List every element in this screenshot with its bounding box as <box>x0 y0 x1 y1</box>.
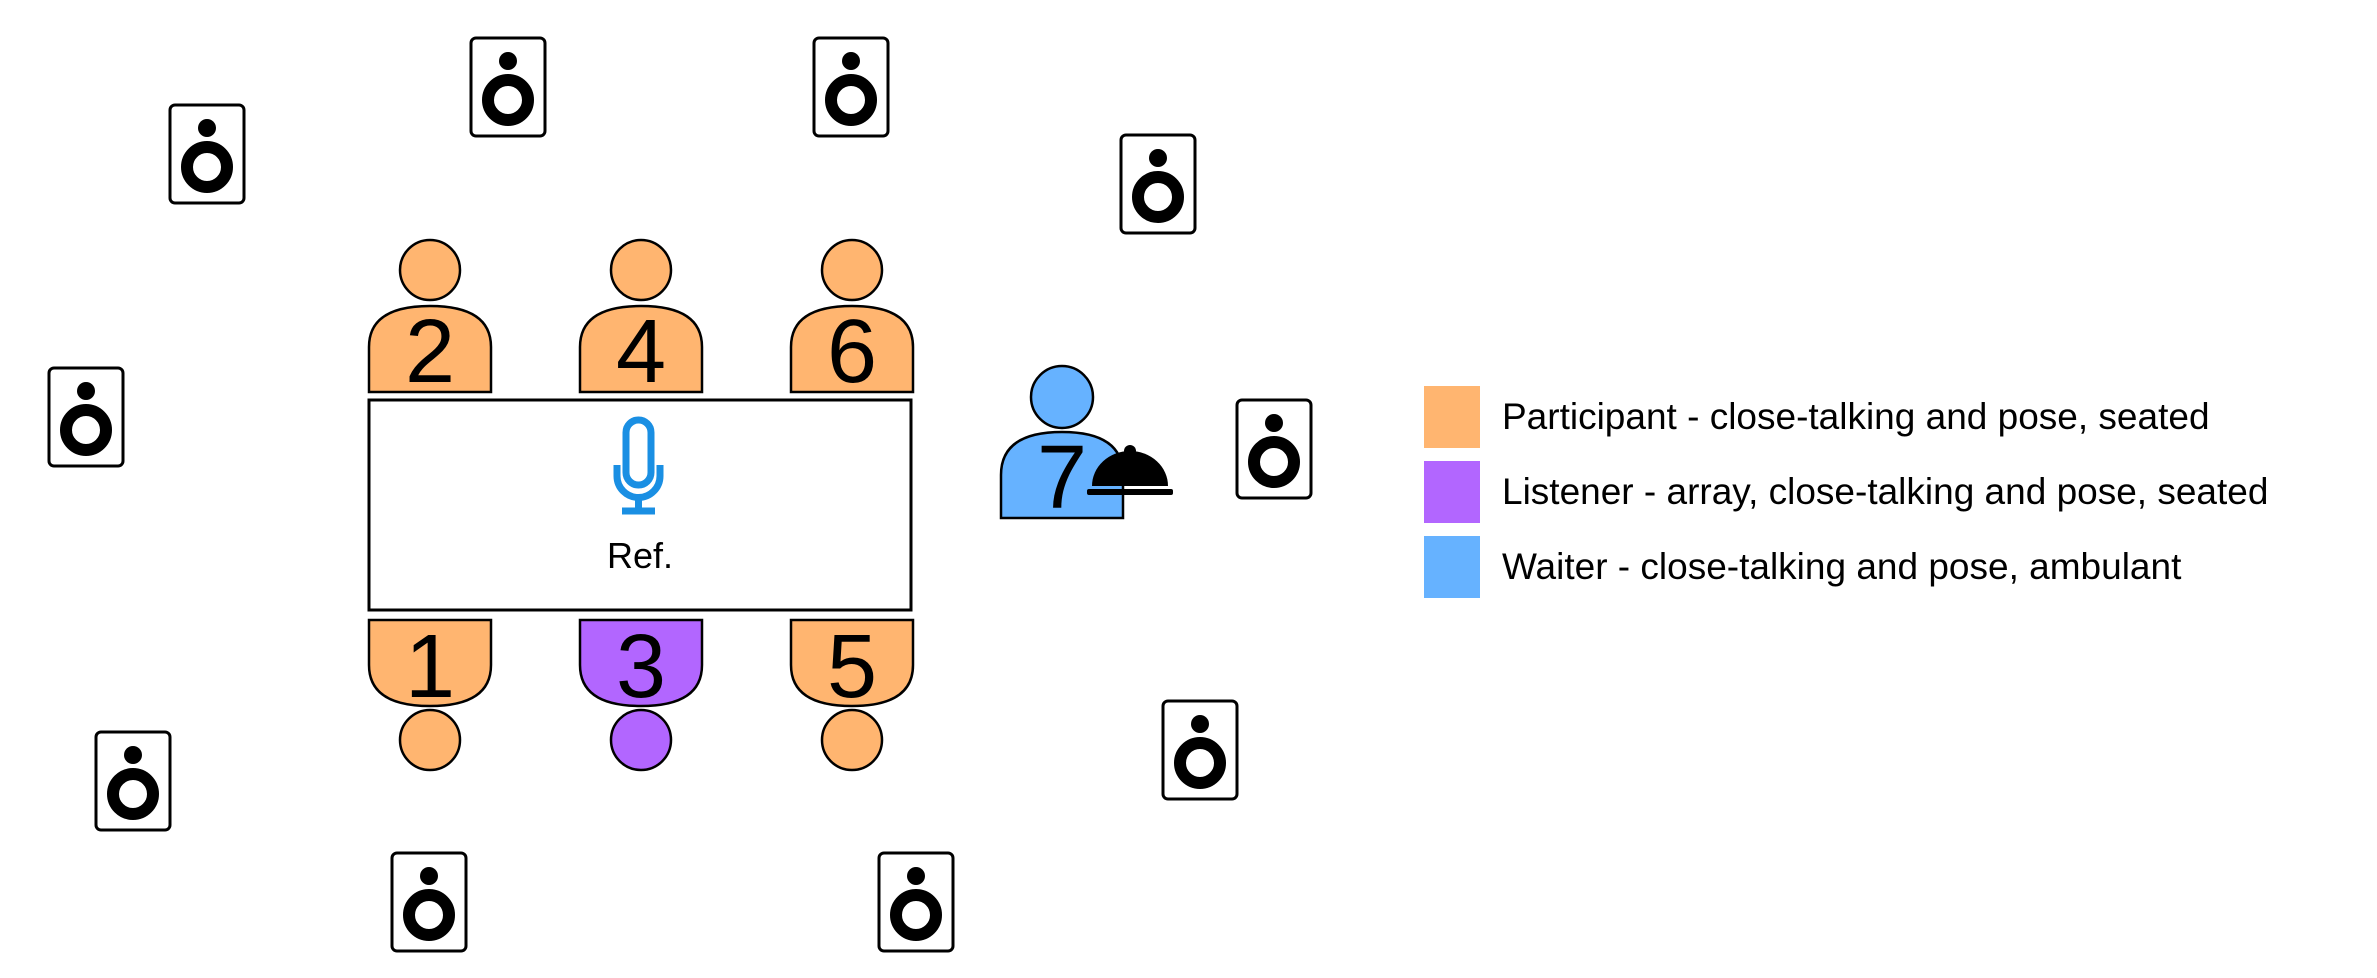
seat-number: 4 <box>616 302 666 402</box>
loudspeaker-icon <box>1237 400 1311 498</box>
legend-label: Listener - array, close-talking and pose… <box>1502 471 2269 512</box>
legend-swatch-waiter <box>1424 536 1480 598</box>
seat-6: 6 <box>789 238 915 402</box>
reference-mic-label: Ref. <box>607 535 673 576</box>
legend-label: Waiter - close-talking and pose, ambulan… <box>1502 546 2182 587</box>
legend-label: Participant - close-talking and pose, se… <box>1502 396 2210 437</box>
legend-item-waiter: Waiter - close-talking and pose, ambulan… <box>1424 535 2268 599</box>
seat-5: 5 <box>789 617 915 772</box>
legend: Participant - close-talking and pose, se… <box>1424 385 2268 610</box>
seat-2: 2 <box>367 238 493 402</box>
seat-3: 3 <box>578 617 704 772</box>
loudspeaker-icon <box>49 368 123 466</box>
waiter-number: 7 <box>1037 428 1087 528</box>
diagram-canvas: Ref. 2 4 6 1 3 <box>0 0 1420 978</box>
loudspeaker-icon <box>471 38 545 136</box>
loudspeaker-icon <box>96 732 170 830</box>
seat-number: 1 <box>405 617 455 717</box>
seat-number: 3 <box>616 617 666 717</box>
legend-item-listener: Listener - array, close-talking and pose… <box>1424 460 2268 524</box>
seat-1: 1 <box>367 617 493 772</box>
cloche-icon <box>1087 445 1173 495</box>
legend-swatch-participant <box>1424 386 1480 448</box>
loudspeaker-icon <box>814 38 888 136</box>
loudspeaker-icon <box>879 853 953 951</box>
seat-number: 5 <box>827 617 877 717</box>
loudspeaker-icon <box>1121 135 1195 233</box>
microphone-icon <box>613 416 664 515</box>
waiter-7: 7 <box>999 364 1125 528</box>
legend-swatch-listener <box>1424 461 1480 523</box>
seat-number: 6 <box>827 302 877 402</box>
seat-number: 2 <box>405 302 455 402</box>
seat-4: 4 <box>578 238 704 402</box>
loudspeaker-icon <box>170 105 244 203</box>
loudspeaker-icon <box>1163 701 1237 799</box>
loudspeaker-icon <box>392 853 466 951</box>
legend-item-participant: Participant - close-talking and pose, se… <box>1424 385 2268 449</box>
